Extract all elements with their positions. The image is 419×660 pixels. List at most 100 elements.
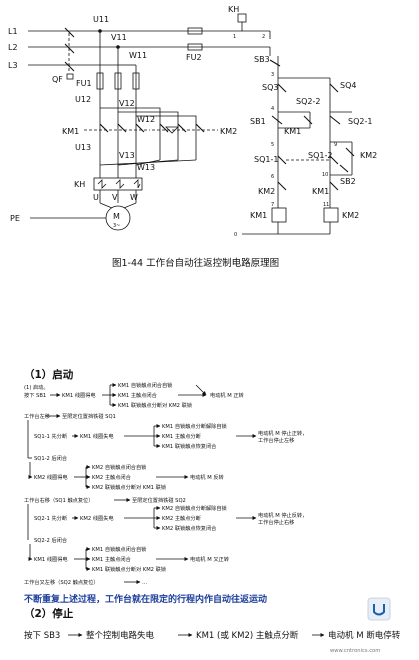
label-v: V <box>112 193 118 202</box>
label-v13: V13 <box>119 151 135 160</box>
flow-step: KM1 联锁触点分断对 KM2 联锁 <box>118 401 192 409</box>
flow-step: 工作台又左移（SQ2 触点复位） <box>24 578 99 586</box>
label-w13: W13 <box>137 163 155 172</box>
flow-step: KM1 自锁触点分断解除自锁 <box>162 422 227 430</box>
label-sq11: SQ1-1 <box>254 155 278 164</box>
flow-step: SQ2-2 后闭合 <box>34 536 68 544</box>
flow-step: SQ1-2 后闭合 <box>34 454 68 462</box>
label-l3: L3 <box>8 61 18 70</box>
label-l2: L2 <box>8 43 18 52</box>
flow-step: 工作台停止右移 <box>258 518 294 526</box>
label-sq3: SQ3 <box>262 83 278 92</box>
stop-step-4: 电动机 M 断电停转 <box>328 630 401 641</box>
label-node-4: 4 <box>271 106 274 112</box>
label-node-11: 11 <box>323 202 329 208</box>
flow-step: SQ1-1 先分断 <box>34 432 67 440</box>
flow-step: KM2 线圈失电 <box>80 514 114 522</box>
flow-step: KM2 自锁触点闭合自锁 <box>92 463 146 471</box>
flow-step: KM1 主触点闭合 <box>92 555 132 563</box>
main-labels: L1 L2 L3 QF U11 V11 W11 FU1 FU2 U12 V12 … <box>8 15 237 229</box>
label-node-9: 9 <box>334 142 337 148</box>
kh-thermal-relay <box>93 177 143 191</box>
main-circuit <box>28 27 245 231</box>
label-w11: W11 <box>129 51 147 60</box>
label-node-7: 7 <box>271 202 274 208</box>
flow-step: 电动机 M 停止反转， <box>258 511 307 519</box>
label-node-6: 6 <box>271 174 274 180</box>
qf-blade-1 <box>64 27 75 38</box>
qf-blade-3 <box>64 61 75 72</box>
label-motor: M <box>113 212 120 221</box>
flow-step: KM2 线圈得电 <box>34 473 68 481</box>
flow-step: 电动机 M 正转 <box>210 391 244 399</box>
flow-step: KM1 自锁触点闭合自锁 <box>92 545 146 553</box>
label-node-0: 0 <box>234 232 237 238</box>
fu1-v <box>114 72 122 90</box>
label-kh-c: KH <box>228 5 239 14</box>
label-km2-coil: KM2 <box>342 211 359 220</box>
stop-step-3: KM1 (或 KM2) 主触点分断 <box>196 630 299 641</box>
flow-step: KM1 主触点分断 <box>162 432 201 440</box>
label-node-5: 5 <box>271 142 274 148</box>
watermark-text: www.cntronics.com <box>330 648 380 654</box>
fu1-u <box>96 72 104 90</box>
flow-step: KM2 主触点闭合 <box>92 473 132 481</box>
label-l1: L1 <box>8 27 18 36</box>
label-w: W <box>130 193 138 202</box>
label-v11: V11 <box>111 33 127 42</box>
flow-arrow <box>195 384 207 396</box>
label-node-2: 2 <box>262 34 265 40</box>
flow-step: … <box>142 580 147 586</box>
label-u11: U11 <box>93 15 109 24</box>
flow-step: 至限定位置挡铁碰 SQ2 <box>132 496 186 504</box>
flow-step: KM2 自锁触点分断解除自锁 <box>162 504 227 512</box>
label-km2: KM2 <box>220 127 237 136</box>
label-km1: KM1 <box>62 127 79 136</box>
km1-coil <box>271 207 287 223</box>
km1-aux-contact <box>303 115 313 125</box>
kh-aux-contact <box>237 13 247 23</box>
km2-aux-contact <box>345 147 355 157</box>
flow-step: 电动机 M 反转 <box>190 473 224 481</box>
flow-step: 电动机 M 又正转 <box>190 555 229 563</box>
flow-step: KM2 主触点分断 <box>162 514 201 522</box>
heading-stop: （2）停止 <box>24 607 74 620</box>
flow-step: KM1 联锁触点恢复闭合 <box>162 442 217 450</box>
km2-coil <box>323 207 339 223</box>
sq4-switch <box>329 83 339 93</box>
label-u12: U12 <box>75 95 91 104</box>
label-qf: QF <box>52 75 63 84</box>
flow-step: KM1 联锁触点分断对 KM2 联锁 <box>92 565 166 573</box>
sb2-button <box>339 164 349 173</box>
flow-step: KM1 线圈失电 <box>80 432 114 440</box>
flow-step: 工作台停止左移 <box>258 436 294 444</box>
label-u: U <box>93 193 99 202</box>
heading-start: （1）启动 <box>24 368 74 381</box>
label-fu1: FU1 <box>76 79 92 88</box>
flow-step: 工作台右移（SQ1 触点复位） <box>24 496 93 504</box>
stop-step-2: 整个控制电路失电 <box>86 630 155 641</box>
flow-step: 电动机 M 停止正转， <box>258 429 307 437</box>
label-node-3: 3 <box>271 72 274 78</box>
label-km1-b: KM1 <box>312 187 329 196</box>
sq3-switch <box>277 83 287 93</box>
flow-step: KM1 主触点闭合 <box>118 391 158 399</box>
label-sq12: SQ1-2 <box>308 151 332 160</box>
label-v12: V12 <box>119 99 135 108</box>
km2-main-contacts <box>152 123 218 134</box>
repeat-note: 不断重复上述过程，工作台就在限定的行程内作自动往返运动 <box>24 593 267 605</box>
label-km2-c: KM2 <box>360 151 377 160</box>
label-km2-b: KM2 <box>258 187 275 196</box>
label-sb3: SB3 <box>254 55 270 64</box>
label-sq22: SQ2-2 <box>296 97 320 106</box>
watermark-logo-icon <box>367 597 391 621</box>
label-sq21: SQ2-1 <box>348 117 372 126</box>
km1-main-contacts <box>84 123 150 133</box>
label-pe: PE <box>10 214 20 223</box>
flow-step: 至限定位置挡铁碰 SQ1 <box>62 412 116 420</box>
flow-step: SQ2-1 先分断 <box>34 514 67 522</box>
label-sq4: SQ4 <box>340 81 356 90</box>
figure-caption: 图1-44 工作台自动往返控制电路原理图 <box>112 257 279 269</box>
